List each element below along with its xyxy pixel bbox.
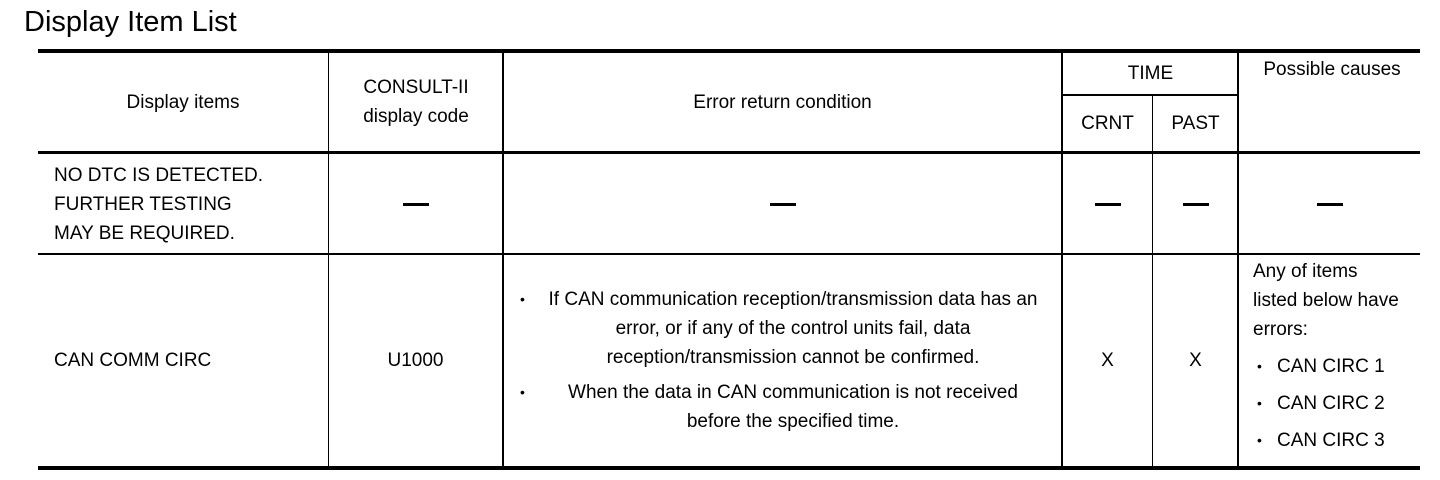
causes-intro: Any of items listed below have errors: (1253, 261, 1399, 340)
header-possible-causes: Possible causes (1263, 59, 1401, 80)
bullet-icon: • (1257, 358, 1262, 374)
dash-icon (402, 202, 429, 206)
dash-icon (1094, 202, 1121, 206)
display-item-line: FURTHER TESTING (54, 193, 232, 215)
time-subheader-rule (1062, 94, 1239, 96)
error-condition-item: • If CAN communication reception/transmis… (516, 285, 1046, 372)
cause-item: • CAN CIRC 3 (1253, 422, 1403, 459)
table-row-1-causes (1239, 155, 1420, 253)
col-divider (502, 52, 504, 467)
table-row-1-display-item: NO DTC IS DETECTED. FURTHER TESTING MAY … (38, 155, 328, 253)
page-title: Display Item List (24, 6, 237, 38)
dash-icon (1182, 202, 1209, 206)
table-row-2-past: X (1189, 350, 1202, 371)
row-divider (38, 253, 1420, 255)
table-row-1-code (329, 155, 502, 253)
dash-icon (1316, 202, 1343, 206)
table-bottom-rule (38, 466, 1420, 470)
header-past: PAST (1171, 113, 1220, 134)
bullet-icon: • (520, 384, 525, 400)
error-condition-text: When the data in CAN communication is no… (568, 382, 1018, 432)
header-display-code: CONSULT-II display code (363, 77, 469, 127)
header-error-condition: Error return condition (693, 91, 872, 113)
col-divider (1061, 52, 1063, 467)
header-crnt: CRNT (1081, 113, 1134, 134)
dash-icon (769, 202, 796, 206)
display-item-line: MAY BE REQUIRED. (54, 222, 235, 244)
error-condition-text: If CAN communication reception/transmiss… (548, 289, 1038, 368)
cause-text: CAN CIRC 3 (1277, 430, 1385, 451)
table-row-1-error (504, 155, 1061, 253)
cause-text: CAN CIRC 1 (1277, 356, 1385, 377)
bullet-icon: • (520, 291, 525, 307)
header-time: TIME (1127, 62, 1174, 84)
table-row-2-display-item: CAN COMM CIRC (54, 350, 212, 371)
table-top-rule (38, 49, 1420, 53)
bullet-icon: • (1257, 432, 1262, 448)
cause-text: CAN CIRC 2 (1277, 393, 1385, 414)
cause-item: • CAN CIRC 1 (1253, 348, 1403, 385)
table-row-2-error: • If CAN communication reception/transmis… (504, 255, 1061, 466)
table-row-2-causes: Any of items listed below have errors: •… (1239, 257, 1420, 466)
table-row-1-crnt (1063, 155, 1152, 253)
table-row-2-code: U1000 (387, 350, 444, 371)
error-condition-item: • When the data in CAN communication is n… (516, 378, 1046, 436)
header-display-items: Display items (126, 91, 240, 113)
table-row-1-past (1153, 155, 1238, 253)
table-row-2-crnt: X (1101, 350, 1114, 371)
bullet-icon: • (1257, 395, 1262, 411)
display-item-line: NO DTC IS DETECTED. (54, 164, 264, 186)
col-divider (1237, 52, 1239, 467)
col-divider (1152, 95, 1153, 467)
col-divider (328, 52, 329, 467)
cause-item: • CAN CIRC 2 (1253, 385, 1403, 422)
header-bottom-rule (38, 151, 1420, 154)
